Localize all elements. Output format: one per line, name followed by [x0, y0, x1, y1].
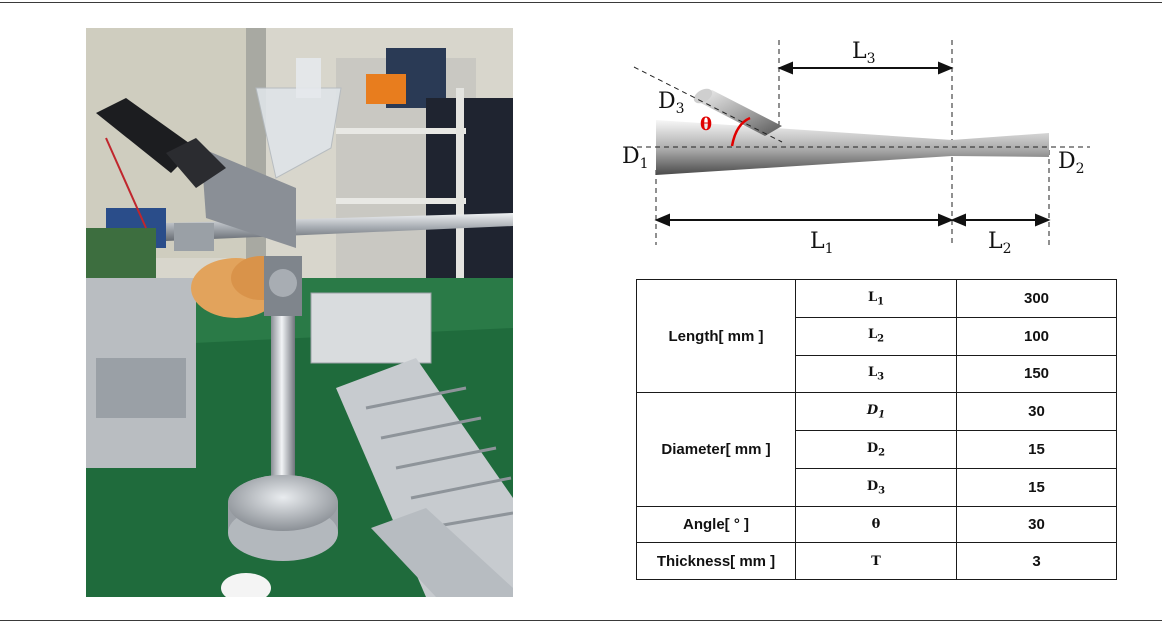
label-L3: L3 [852, 39, 876, 67]
dimension-arrows [654, 61, 1051, 227]
value-cell: 15 [956, 430, 1117, 469]
value-cell: 100 [956, 316, 1117, 356]
symbol-cell: L1 [795, 279, 957, 318]
table-row: D3 15 [637, 467, 1117, 507]
value-cell: 3 [956, 542, 1117, 580]
top-rule [0, 2, 1162, 3]
symbol-cell: θ [795, 505, 957, 544]
label-D3: D3 [658, 89, 685, 117]
label-L1: L1 [810, 229, 834, 257]
table-row: Length[ mm ] L1 300 [636, 278, 1117, 394]
value-cell: 300 [956, 279, 1117, 318]
table-row: Diameter[ mm ] D1 30 [636, 392, 1117, 507]
table-row: D2 15 [637, 430, 1117, 469]
category-thickness: Thickness[ mm ] [636, 542, 796, 580]
bottom-rule [0, 620, 1162, 621]
apparatus-photo [86, 28, 513, 597]
symbol-cell: D1 [795, 392, 957, 432]
symbol-cell: T [795, 542, 957, 580]
pipe-body [656, 120, 1049, 175]
table-row: Thickness[ mm ] T 3 [636, 542, 1117, 580]
label-theta: θ [700, 114, 712, 135]
theta-arc [730, 116, 751, 147]
category-angle: Angle[ ° ] [636, 505, 796, 544]
parameter-table: Length[ mm ] L1 300 L2 100 L3 150 Diamet… [636, 278, 1117, 580]
table-row: Angle[ ° ] θ 30 [636, 505, 1117, 544]
label-L2: L2 [988, 229, 1012, 257]
label-D2: D2 [1058, 149, 1085, 177]
category-diameter: Diameter[ mm ] [636, 392, 796, 507]
symbol-cell: D2 [795, 430, 957, 469]
value-cell: 150 [956, 354, 1117, 394]
symbol-cell: L2 [795, 316, 957, 356]
nozzle-schematic: L3 D3 θ D1 D2 L1 L2 [600, 30, 1120, 265]
value-cell: 15 [956, 467, 1117, 507]
value-cell: 30 [956, 505, 1117, 544]
symbol-cell: L3 [795, 354, 957, 394]
label-D1: D1 [622, 144, 649, 172]
branch-pipe [695, 90, 782, 136]
symbol-cell: D3 [795, 467, 957, 507]
category-length: Length[ mm ] [636, 278, 796, 394]
table-row: L2 100 [637, 316, 1117, 356]
value-cell: 30 [956, 392, 1117, 432]
